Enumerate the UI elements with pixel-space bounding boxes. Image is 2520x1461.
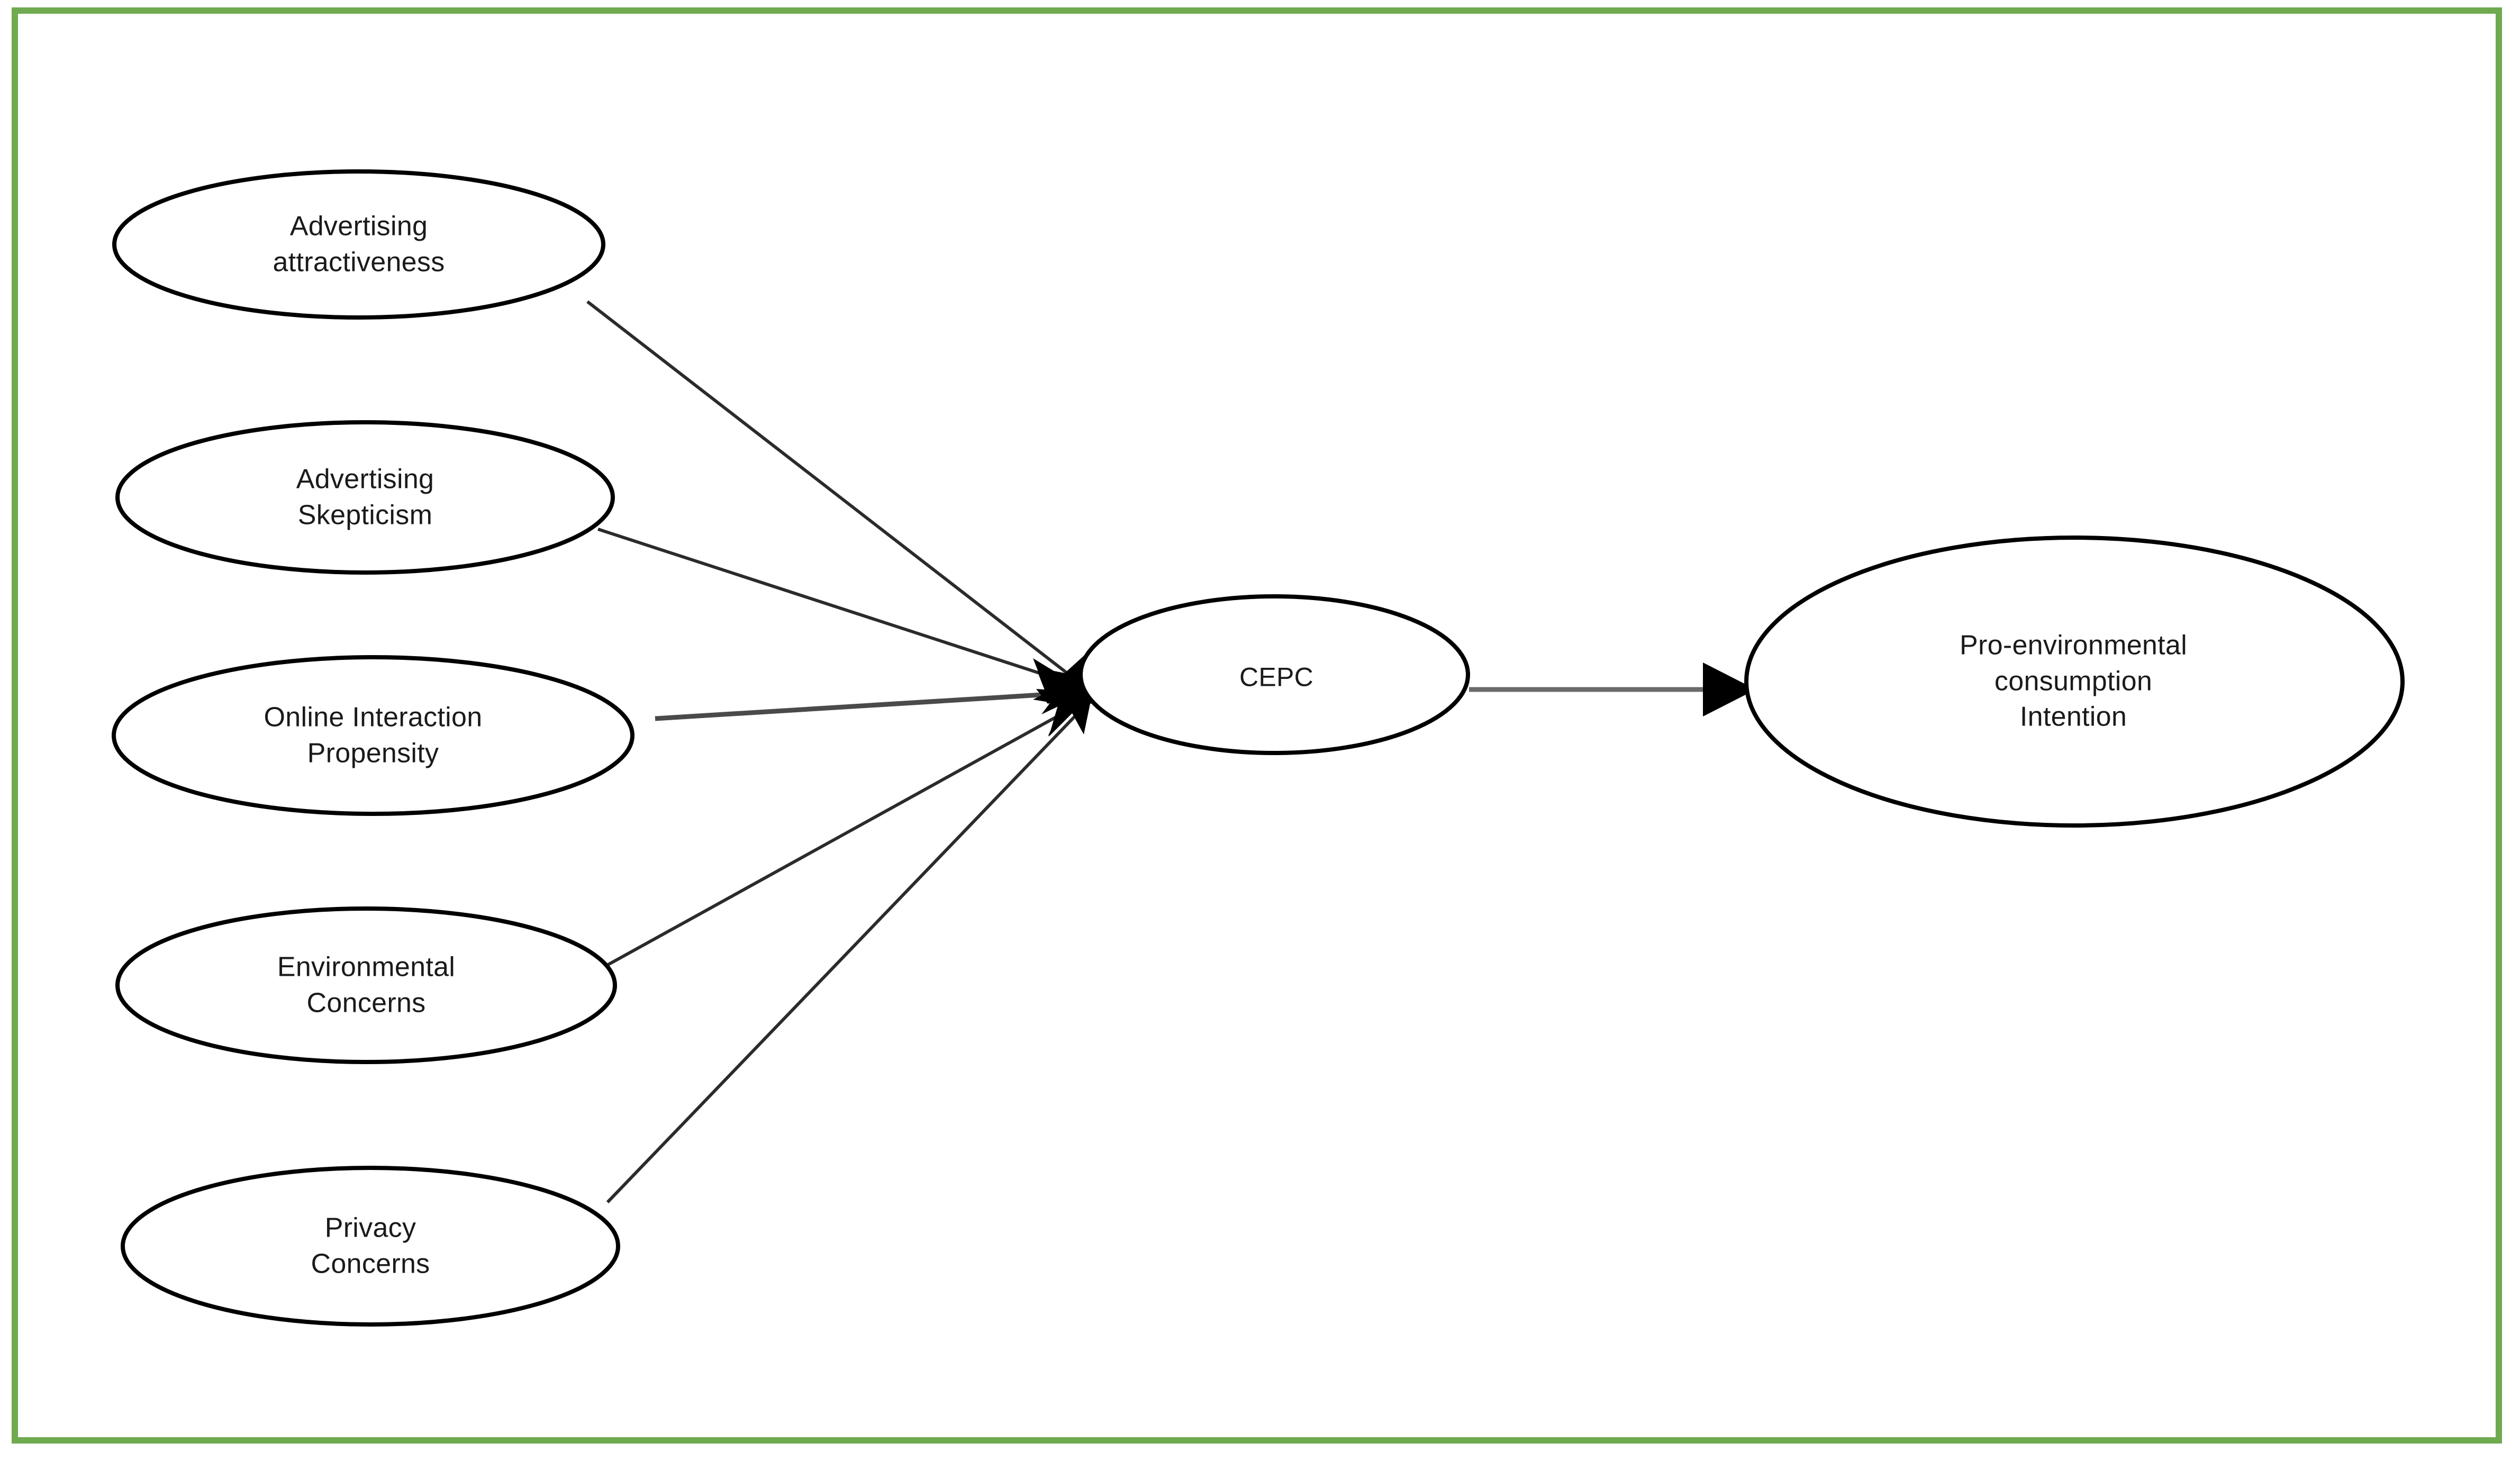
node-advertising-skepticism[interactable] <box>115 420 615 575</box>
node-layer <box>112 169 2405 1327</box>
edge-environmental-concerns-to-cepc <box>602 700 1086 969</box>
edge-online-interaction-propensity-to-cepc <box>655 689 1085 721</box>
node-online-interaction-propensity[interactable] <box>112 655 634 816</box>
edge-privacy-concerns-to-cepc <box>606 703 1087 1204</box>
node-advertising-attractiveness[interactable] <box>112 169 605 320</box>
arrowhead-merged-blob <box>1033 652 1111 737</box>
edge-advertising-skepticism-to-cepc <box>597 528 1085 689</box>
node-cepc[interactable] <box>1078 594 1470 755</box>
arrowhead-layer <box>1033 652 1756 737</box>
node-privacy-concerns[interactable] <box>121 1166 620 1327</box>
node-environmental-concerns[interactable] <box>115 906 617 1064</box>
arrowhead-cluster-cepc <box>1033 652 1111 737</box>
arrowhead-icon-outcome <box>1703 663 1756 716</box>
edge-layer <box>586 300 1746 1204</box>
node-pro-environmental-consumption-intention[interactable] <box>1744 536 2405 828</box>
edge-advertising-attractiveness-to-cepc <box>586 300 1086 688</box>
